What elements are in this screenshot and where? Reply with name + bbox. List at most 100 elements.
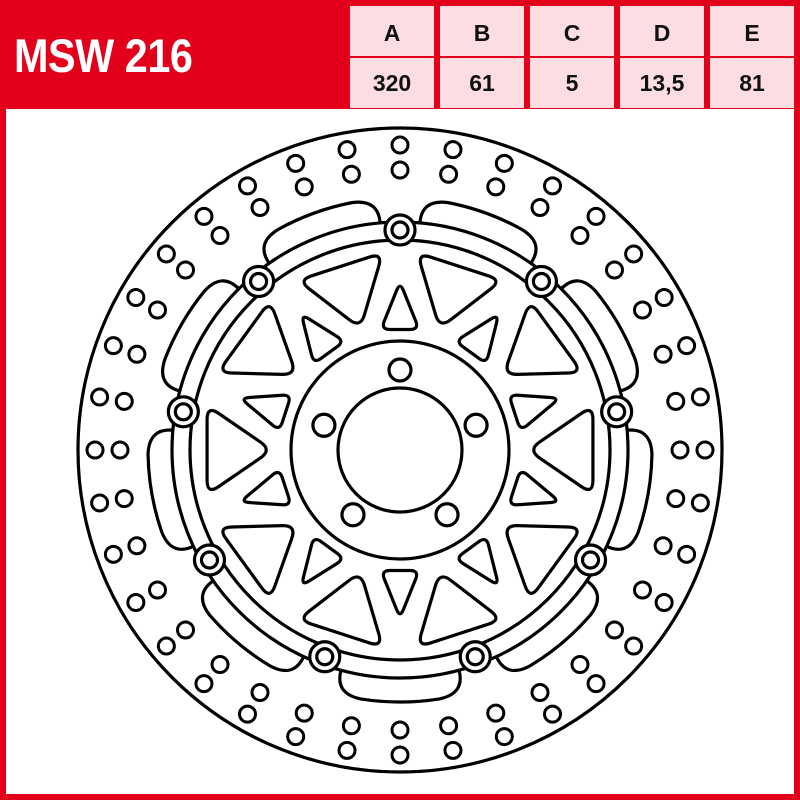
carrier-window-large [221,524,295,595]
drill-hole [654,288,674,307]
hub-bolt-hole [434,502,460,528]
drill-hole [654,593,674,612]
drill-hole [238,176,257,196]
drill-hole [286,153,306,173]
drill-hole [127,344,147,364]
drill-hole [494,727,514,747]
outer-edge-circle [76,126,724,774]
drill-hole [294,177,314,197]
drill-hole [604,620,624,640]
rotor-lobe [605,428,654,551]
carrier-window-small [509,393,558,430]
drill-hole [586,674,606,694]
rivet-inner [199,550,220,570]
rivet-inner [315,647,335,667]
drill-hole [543,176,562,196]
drill-hole [690,493,710,513]
rotor-lobe [418,200,538,265]
hub-bolt-hole [311,412,337,438]
drill-hole [695,440,715,460]
carrier-window-large [302,575,382,646]
column-header-c: C [530,6,614,56]
drill-hole [624,244,644,264]
drill-hole [126,593,146,612]
drill-hole [390,135,410,155]
drill-hole [670,440,690,460]
column-header-b: B [440,6,524,56]
drill-hole [250,198,270,218]
rivet-outer [192,543,227,577]
drill-hole [653,536,673,556]
drill-hole [176,620,196,640]
drill-hole [103,336,123,356]
drill-hole [156,636,176,656]
drill-hole [114,391,134,411]
carrier-window-small [457,315,499,363]
rivet-inner [173,402,193,422]
drill-hole [666,391,686,411]
carrier-window-large [532,408,595,492]
drill-hole [337,740,357,760]
carrier-window-small [301,537,343,585]
drill-hole [250,682,270,702]
carrier-window-large [505,524,579,595]
rivet-outer [524,264,559,299]
rotor-lobe [161,279,241,393]
hub-bore [336,386,464,514]
carrier-window-small [457,537,499,585]
carrier-window-small [242,470,291,507]
rivet-outer [573,543,608,577]
drill-hole [127,536,147,556]
drill-hole [210,226,230,246]
drill-hole [690,387,710,407]
rotor-lobe [494,579,600,673]
rotor-lobe [559,279,639,393]
drill-hole [194,206,214,226]
rivet-inner [531,271,552,292]
drill-hole [443,140,463,160]
drill-hole [341,164,361,184]
drill-hole [543,704,562,724]
value-b: 61 [440,58,524,108]
drill-hole [530,198,550,218]
drill-hole [210,654,230,674]
carrier-window-large [302,254,382,325]
rivet-inner [580,550,601,570]
rivet-outer [600,395,634,429]
carrier-window-small [381,568,419,616]
value-d: 13,5 [620,58,704,108]
drill-hole [148,580,168,600]
rivet-inner [248,271,269,292]
drill-hole [439,716,459,736]
dimension-table: A B C D E 320 61 5 13,5 81 [350,6,794,108]
rotor-lobe [262,200,382,265]
drill-hole [85,440,105,460]
drill-hole [390,160,410,180]
value-a: 320 [350,58,434,108]
carrier-window-large [418,254,498,325]
drill-hole [294,703,314,723]
carrier-windows [205,254,595,646]
drill-hole [486,703,506,723]
drill-hole [494,153,514,173]
rivet-outer [241,264,276,299]
drill-hole [677,544,697,564]
column-header-e: E [710,6,794,56]
drill-hole [632,300,652,320]
rivet-inner [465,647,485,667]
hub [289,339,511,561]
drill-hole [126,288,146,307]
rivet-outer [458,640,492,674]
drill-hole [390,720,410,740]
drill-hole [337,140,357,160]
rivet-outer [383,213,417,247]
hub-outer-circle [289,339,511,561]
hub-bolt-hole [387,357,413,383]
drill-hole [176,260,196,280]
drill-hole [486,177,506,197]
drill-hole [624,636,644,656]
drill-hole [114,489,134,509]
hub-bolt-hole [463,412,489,438]
carrier-window-small [301,315,343,363]
